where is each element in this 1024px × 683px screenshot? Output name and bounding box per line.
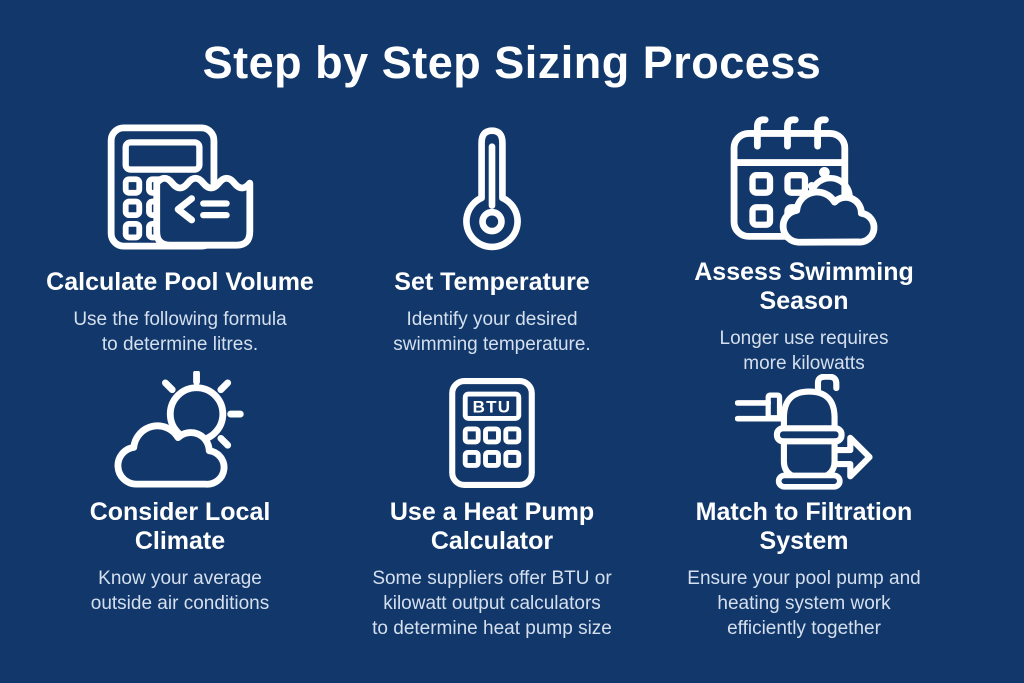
step-title: Set Temperature <box>394 268 590 296</box>
step-description: Longer use requires more kilowatts <box>719 328 889 374</box>
thermometer-icon <box>454 114 530 260</box>
page-title: Step by Step Sizing Process <box>202 37 822 88</box>
step-use-heat-pump-calculator: BTU Use a Heat Pump Calculator Some supp… <box>336 376 648 641</box>
step-title: Use a Heat Pump Calculator <box>389 498 595 555</box>
calculator-pool-icon <box>106 114 254 260</box>
steps-grid: Calculate Pool Volume Use the following … <box>24 114 960 641</box>
step-description: Ensure your pool pump and heating system… <box>687 568 921 639</box>
cloud-sun-icon <box>107 370 253 490</box>
step-description: Use the following formula to determine l… <box>73 309 287 355</box>
step-consider-local-climate: Consider Local Climate Know your average… <box>24 370 336 641</box>
step-description: Know your average outside air conditions <box>90 568 270 614</box>
step-title: Assess Swimming Season <box>694 258 914 315</box>
step-assess-swimming-season: Assess Swimming Season Longer use requir… <box>648 114 960 376</box>
calendar-cloud-icon <box>728 114 880 250</box>
step-description: Some suppliers offer BTU or kilowatt out… <box>372 568 612 639</box>
step-calculate-pool-volume: Calculate Pool Volume Use the following … <box>24 114 336 376</box>
btu-label: BTU <box>473 398 512 417</box>
step-match-to-filtration-system: Match to Filtration System Ensure your p… <box>648 373 960 641</box>
step-description: Identify your desired swimming temperatu… <box>393 309 591 355</box>
step-set-temperature: Set Temperature Identify your desired sw… <box>336 114 648 376</box>
step-title: Calculate Pool Volume <box>46 268 314 296</box>
step-title: Match to Filtration System <box>695 498 913 555</box>
btu-calculator-icon: BTU <box>448 376 536 490</box>
filter-system-icon <box>735 373 873 490</box>
step-title: Consider Local Climate <box>89 498 271 555</box>
